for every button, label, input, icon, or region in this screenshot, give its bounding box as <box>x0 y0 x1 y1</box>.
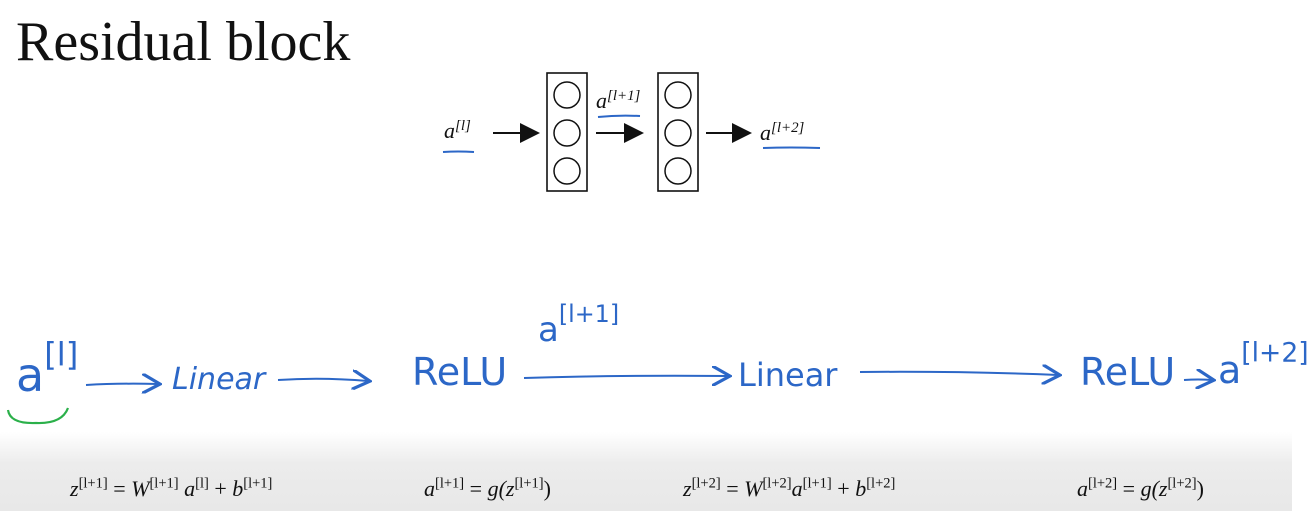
equation-z-l2: z[l+2] = W[l+2]a[l+1] + b[l+2] <box>683 475 896 501</box>
layer-1-node <box>553 157 581 185</box>
green-bracket <box>6 407 70 425</box>
underline-a-l1 <box>597 114 641 118</box>
layer-1-box <box>546 72 588 192</box>
hand-linear-1: Linear <box>172 362 266 397</box>
hand-arrow-2 <box>277 379 368 381</box>
hand-arrow-1 <box>85 384 158 385</box>
hand-arrow-5 <box>1183 380 1212 381</box>
label-a-l: a[l] <box>444 117 471 143</box>
layer-1-node <box>553 119 581 147</box>
layer-2-box <box>657 72 699 192</box>
hand-arrow-4 <box>859 372 1058 375</box>
hand-a-l: a[l] <box>16 335 79 402</box>
label-a-l1: a[l+1] <box>596 87 641 113</box>
hand-linear-2: Linear <box>738 356 838 394</box>
hand-relu-2: ReLU <box>1080 350 1176 394</box>
hand-relu-1: ReLU <box>412 350 508 394</box>
slide-title: Residual block <box>16 11 351 73</box>
underline-a-l2 <box>762 146 821 149</box>
bottom-band <box>0 432 1292 511</box>
layer-1-node <box>553 81 581 109</box>
equation-a-l2: a[l+2] = g(z[l+2]) <box>1077 475 1204 501</box>
layer-2-node <box>664 81 692 109</box>
layer-2-node <box>664 157 692 185</box>
layer-2-node <box>664 119 692 147</box>
underline-a-l <box>442 150 475 153</box>
hand-a-l1: a[l+1] <box>538 299 620 350</box>
equation-z-l1: z[l+1] = W[l+1] a[l] + b[l+1] <box>70 475 273 501</box>
equation-a-l1: a[l+1] = g(z[l+1]) <box>424 475 551 501</box>
hand-arrow-3 <box>523 376 728 378</box>
label-a-l2: a[l+2] <box>760 119 805 145</box>
hand-a-l2: a[l+2] <box>1218 337 1309 392</box>
